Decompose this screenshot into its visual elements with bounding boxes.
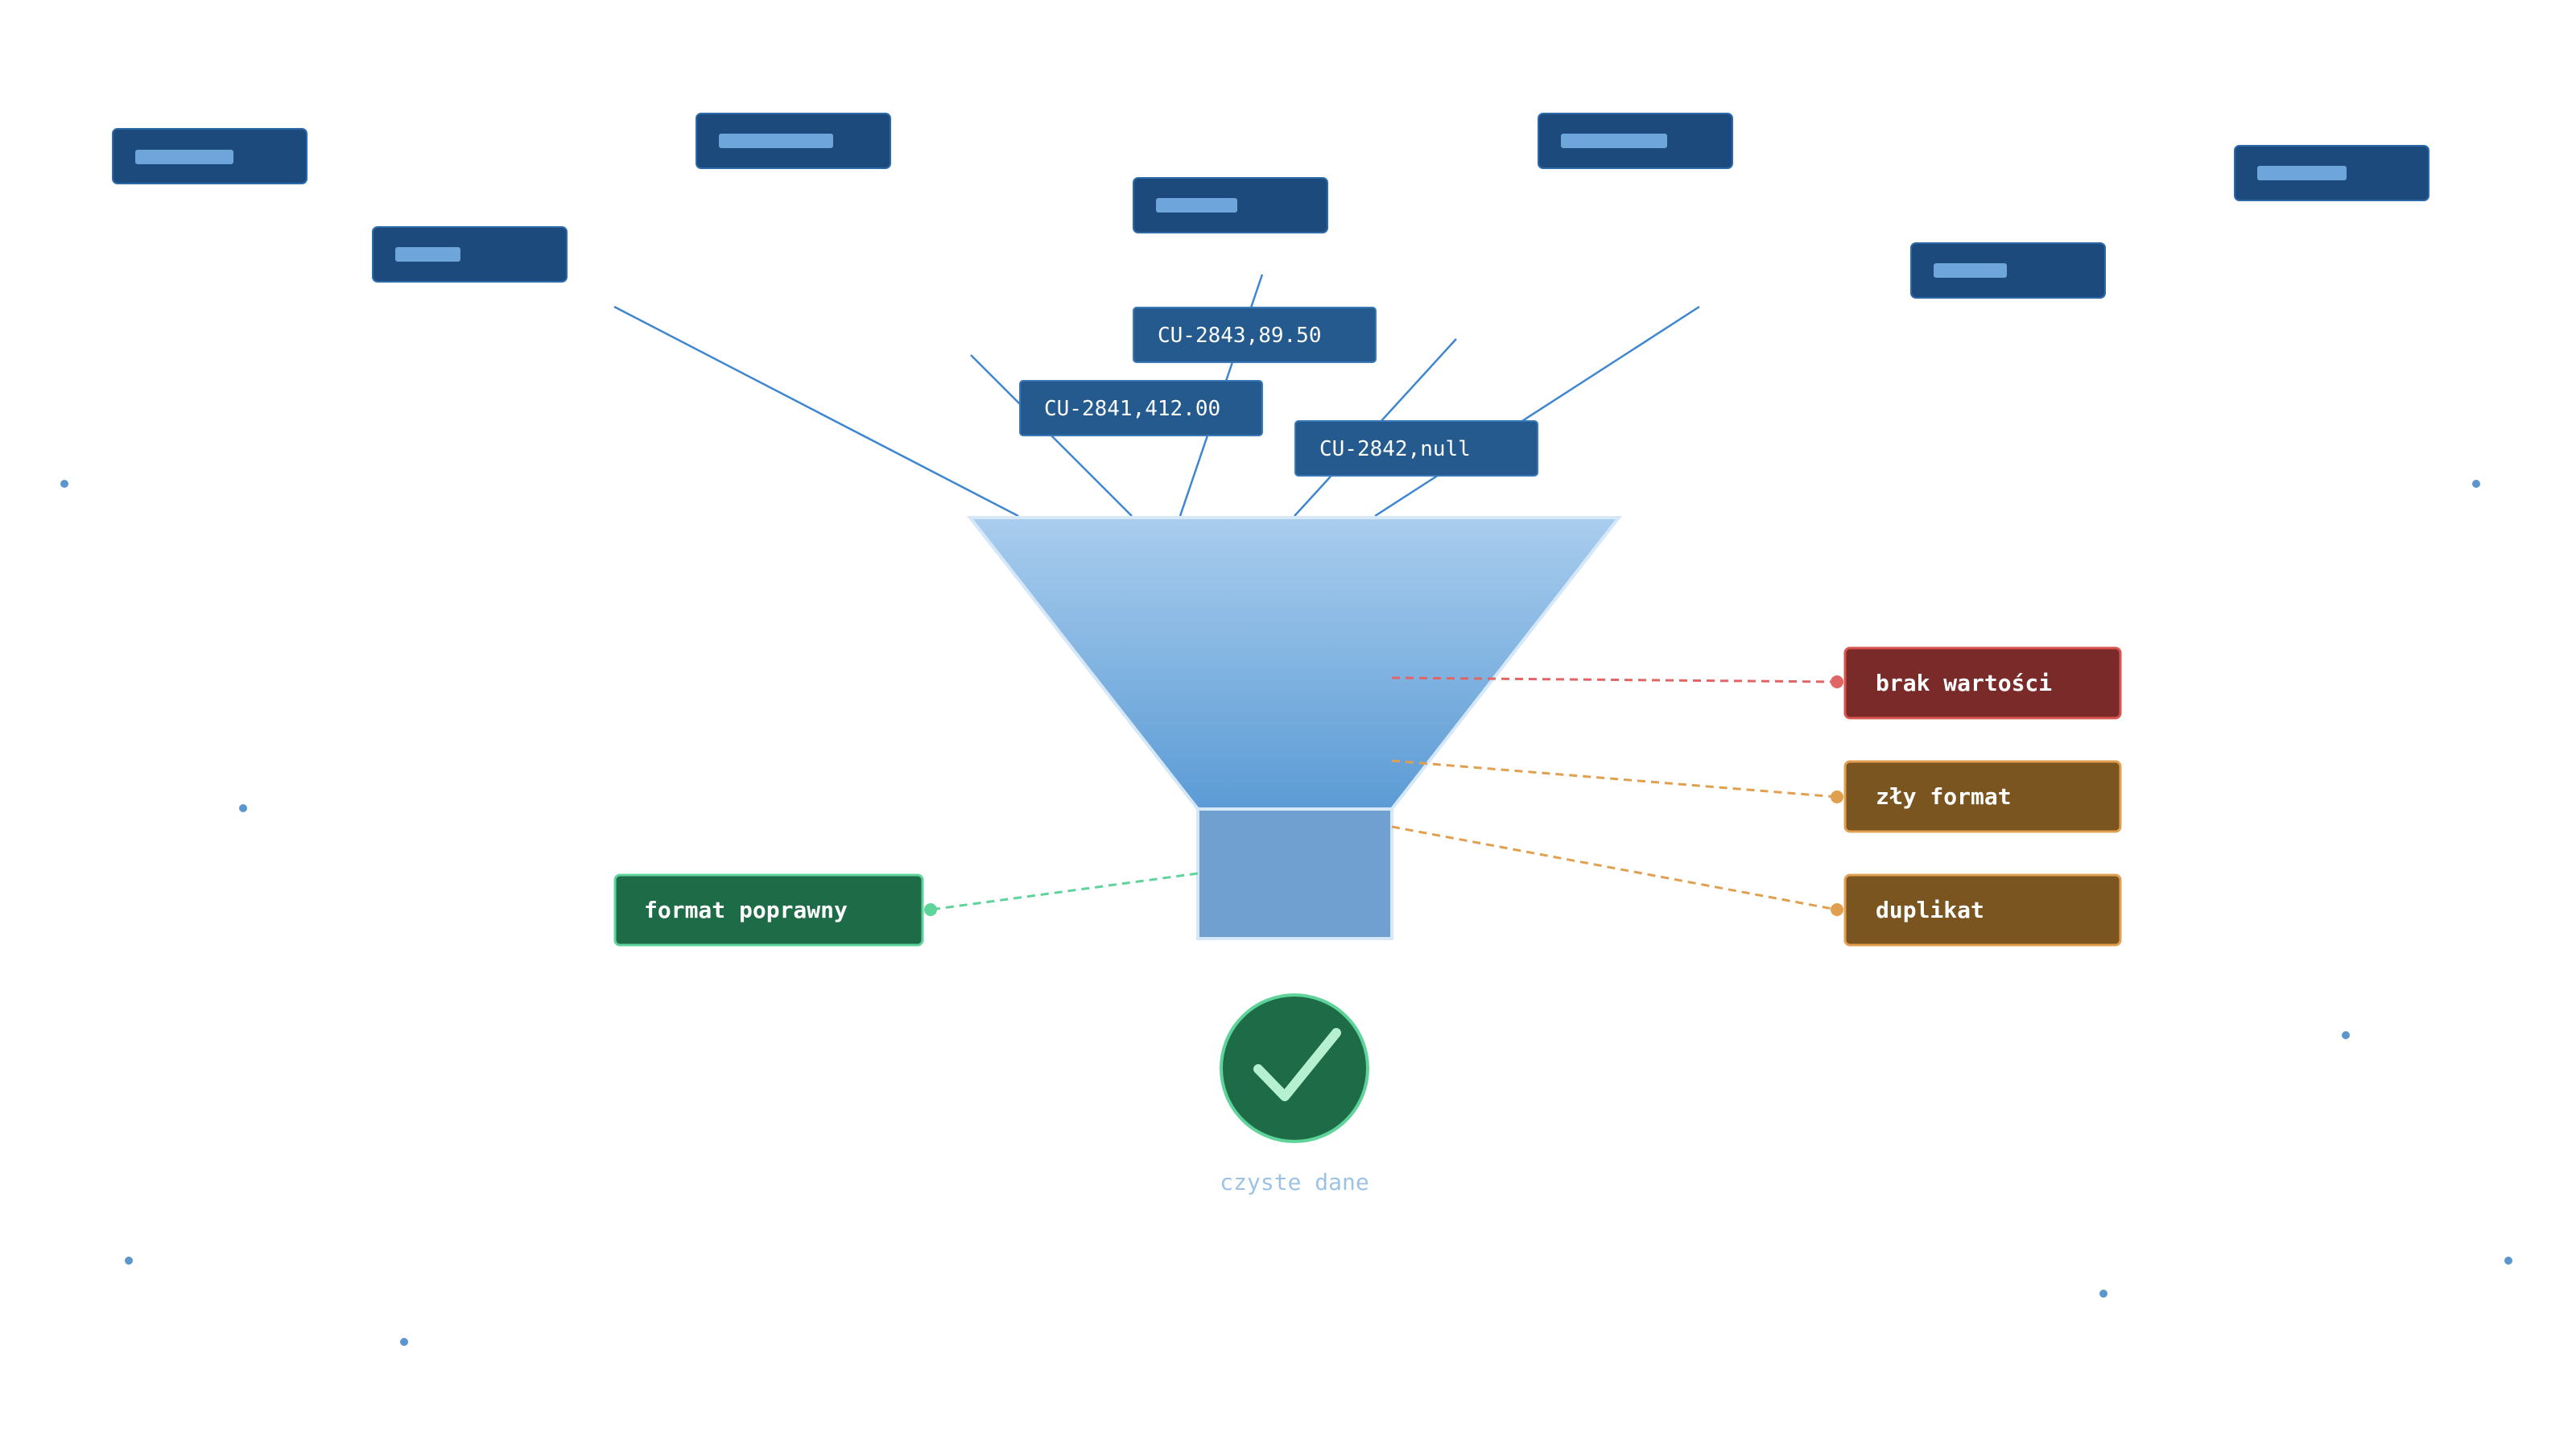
issue-badges: brak wartości zły format duplikat format… [613,646,2122,947]
result-label: format poprawny [644,897,848,923]
issue-label: brak wartości [1876,670,2052,696]
connector-dot [1831,903,1843,916]
issue-brak-wartosci: brak wartości [1843,646,2122,720]
record-label: CU-2843,89.50 [1158,324,1322,348]
source-card [1910,242,2106,299]
feed-line [1374,305,1700,518]
record-labels: CU-2843,89.50 CU-2841,412.00 CU-2842,nul… [1019,307,1538,477]
result-caption: czyste dane [1220,1169,1368,1195]
connector-dot [1831,791,1843,803]
result-format-poprawny: format poprawny [613,873,924,947]
connector-format-poprawny [930,872,1199,911]
record-label: CU-2841,412.00 [1044,397,1220,421]
issue-label: duplikat [1876,897,1984,923]
connector-dot [924,903,937,916]
source-card [372,226,568,283]
source-card [1538,113,1733,169]
background-dot [2472,480,2480,488]
issue-label: zły format [1876,783,2012,810]
background-dots [60,480,2512,1346]
funnel-body [966,516,1623,811]
connector-missing [1391,676,1838,683]
source-cards [112,113,2429,299]
issue-connectors [924,675,1843,916]
feed-line [613,305,1019,518]
record-cu-2842: CU-2842,null [1294,420,1538,477]
background-dot [60,480,68,488]
source-card [112,128,308,184]
background-dot [2342,1031,2350,1039]
record-label: CU-2842,null [1319,437,1471,461]
background-dot [400,1338,408,1346]
connector-zly-format [1391,759,1838,799]
issue-zly-format: zły format [1843,760,2122,833]
source-card [2234,145,2429,201]
issue-duplikat: duplikat [1843,873,2122,947]
source-card [696,113,891,169]
connector-duplikat [1391,825,1838,911]
background-dot [2099,1290,2107,1298]
record-cu-2841: CU-2841,412.00 [1019,380,1263,436]
background-dot [2504,1257,2512,1265]
background-dot [239,804,247,812]
funnel-spout [1196,807,1393,940]
funnel [966,516,1623,940]
check-icon [1220,993,1369,1143]
record-cu-2843: CU-2843,89.50 [1133,307,1377,363]
connector-dot [1831,675,1843,688]
source-card [1133,177,1328,233]
background-dot [125,1257,133,1265]
